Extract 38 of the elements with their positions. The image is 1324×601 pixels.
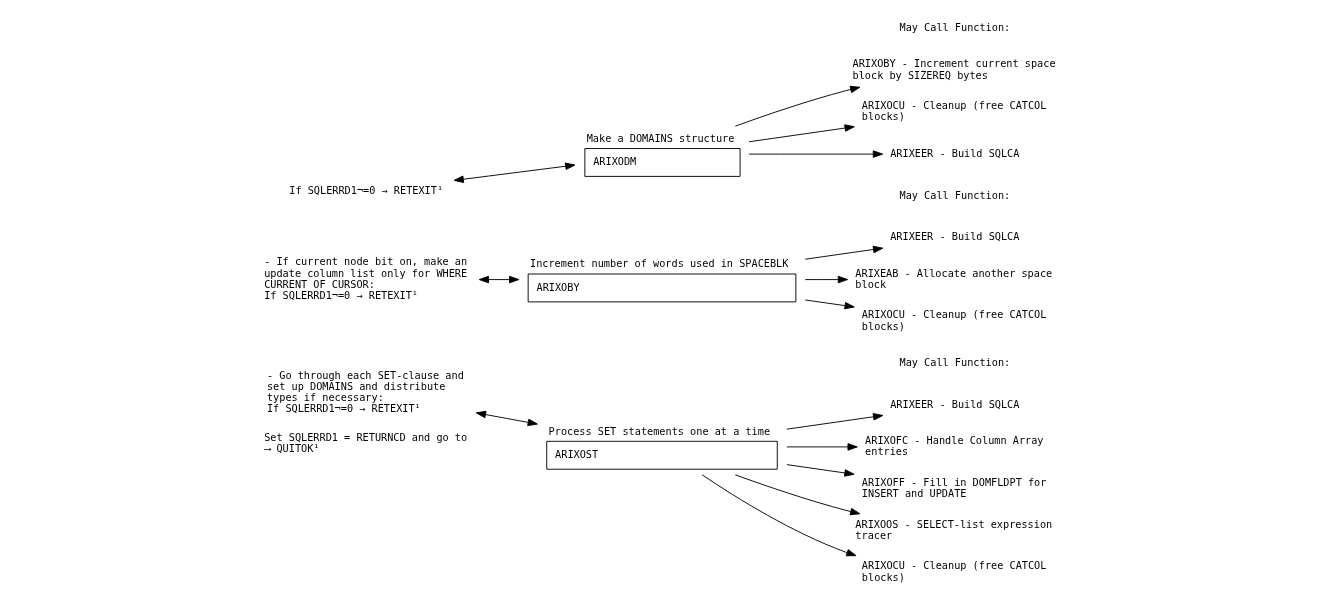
node-text: ARIXOCU - Cleanup (free CATCOL blocks) bbox=[861, 100, 1047, 123]
label: Set SQLERRD1 = RETURNCD and go to ⟶ QUITOK¹ bbox=[264, 432, 468, 455]
label: May Call Function: bbox=[899, 189, 1011, 201]
node-label: Increment number of words used in SPACEBLK bbox=[530, 258, 789, 270]
node-text: ARIXEER - Build SQLCA bbox=[890, 231, 1020, 243]
arrow bbox=[453, 162, 576, 183]
node-text: ARIXOCU - Cleanup (free CATCOL blocks) bbox=[861, 560, 1047, 583]
arrow bbox=[786, 464, 855, 477]
node-text: ARIXEAB - Allocate another space block bbox=[855, 267, 1053, 290]
node-box: ARIXOST bbox=[546, 440, 778, 470]
arrow bbox=[786, 443, 858, 451]
node-text: - If current node bit on, make an update column list only for WHERE CURRENT OF CURSOR: If SQLERRD1¬=0 → RETEXIT¹ bbox=[264, 256, 468, 301]
node-text: ARIXOBY - Increment current space block by SIZEREQ bytes bbox=[852, 58, 1056, 81]
node-box: ARIXODM bbox=[584, 148, 741, 177]
node-text: ARIXOCU - Cleanup (free CATCOL blocks) bbox=[861, 309, 1047, 332]
node-text: ARIXOOS - SELECT-list expression tracer bbox=[855, 518, 1053, 541]
arrow bbox=[734, 474, 861, 516]
node-text: ARIXOFF - Fill in DOMFLDPT for INSERT and UPDATE bbox=[861, 476, 1047, 499]
arrow bbox=[786, 413, 884, 430]
arrow bbox=[701, 474, 857, 557]
arrow bbox=[748, 150, 884, 158]
node-text: ARIXEER - Build SQLCA bbox=[890, 398, 1020, 410]
arrow bbox=[748, 124, 855, 143]
arrow bbox=[804, 299, 855, 310]
arrow bbox=[475, 410, 538, 427]
label: May Call Function: bbox=[899, 22, 1011, 34]
label: May Call Function: bbox=[899, 356, 1011, 368]
node-text: If SQLERRD1¬=0 → RETEXIT¹ bbox=[289, 184, 444, 196]
node-text: ARIXOFC - Handle Column Array entries bbox=[865, 434, 1044, 458]
node-box: ARIXOBY bbox=[527, 273, 797, 303]
node-text: - Go through each SET-clause and set up DOMAINS and distribute types if necessary: If SQLERRD1¬=0 → RETEXIT¹ bbox=[266, 369, 464, 415]
arrow bbox=[804, 275, 848, 284]
node-label: Make a DOMAINS structure bbox=[586, 132, 735, 144]
node-text: ARIXEER - Build SQLCA bbox=[890, 147, 1020, 159]
arrow bbox=[804, 245, 884, 260]
arrow bbox=[478, 275, 520, 284]
arrow bbox=[734, 85, 861, 127]
node-label: Process SET statements one at a time bbox=[548, 425, 771, 437]
